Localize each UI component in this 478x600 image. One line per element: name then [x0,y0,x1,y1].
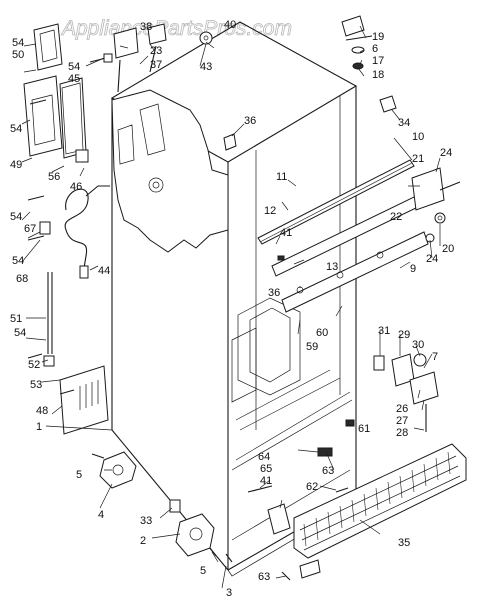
label-7: 7 [432,351,438,363]
label-43: 43 [200,61,212,73]
label-54: 54 [12,37,24,49]
label-1: 1 [36,421,42,433]
label-61: 61 [358,423,370,435]
top-right-parts [341,15,397,113]
watermark-text: AppliancePartsPros.com [60,17,292,40]
label-60: 60 [316,327,328,339]
label-54: 54 [14,327,26,339]
label-12: 12 [264,205,276,217]
lower-right-parts [317,353,439,457]
label-50: 50 [12,49,24,61]
label-26: 26 [396,403,408,415]
label-5: 5 [200,565,206,577]
label-54: 54 [12,255,24,267]
label-20: 20 [442,243,454,255]
part-labels: 54 50 54 45 54 49 56 46 54 67 54 68 44 5… [10,19,454,599]
bottom-left-parts [91,451,349,581]
label-19: 19 [372,31,384,43]
label-59: 59 [306,341,318,353]
label-54: 54 [68,61,80,73]
label-6: 6 [372,43,378,55]
label-2: 2 [140,535,146,547]
label-41: 41 [260,475,272,487]
label-51: 51 [10,313,22,325]
label-37: 37 [150,59,162,71]
label-29: 29 [398,329,410,341]
label-24: 24 [440,147,452,159]
shelf-rails [257,159,429,313]
label-5: 5 [76,469,82,481]
label-13: 13 [326,261,338,273]
label-9: 9 [410,263,416,275]
label-40: 40 [224,19,236,31]
label-4: 4 [98,509,104,521]
label-45: 45 [68,73,80,85]
label-44: 44 [98,265,110,277]
label-3: 3 [226,587,232,599]
label-41: 41 [280,227,292,239]
label-65: 65 [260,463,272,475]
label-53: 53 [30,379,42,391]
label-46: 46 [70,181,82,193]
label-27: 27 [396,415,408,427]
right-hinge-parts [411,167,461,243]
label-67: 67 [24,223,36,235]
label-22: 22 [390,211,402,223]
leader-lines [21,25,441,589]
top-left-parts [23,23,113,435]
label-63: 63 [258,571,270,583]
label-63: 63 [322,465,334,477]
label-49: 49 [10,159,22,171]
label-52: 52 [28,359,40,371]
label-35: 35 [398,537,410,549]
top-center-parts [113,23,237,151]
label-17: 17 [372,55,384,67]
label-68: 68 [16,273,28,285]
label-28: 28 [396,427,408,439]
cabinet-body [110,21,361,577]
label-23: 23 [150,45,162,57]
label-30: 30 [412,339,424,351]
label-11: 11 [276,171,287,183]
label-10: 10 [412,131,424,143]
label-38: 38 [140,21,152,33]
label-24: 24 [426,253,438,265]
label-54: 54 [10,123,22,135]
label-48: 48 [36,405,48,417]
label-21: 21 [412,153,424,165]
label-64: 64 [258,451,270,463]
label-33: 33 [140,515,152,527]
label-36: 36 [244,115,256,127]
label-31: 31 [378,325,390,337]
label-54: 54 [10,211,22,223]
label-18: 18 [372,69,384,81]
label-34: 34 [398,117,410,129]
label-36: 36 [268,287,280,299]
label-56: 56 [48,171,60,183]
label-62: 62 [306,481,318,493]
kickplate-grille [293,443,467,579]
